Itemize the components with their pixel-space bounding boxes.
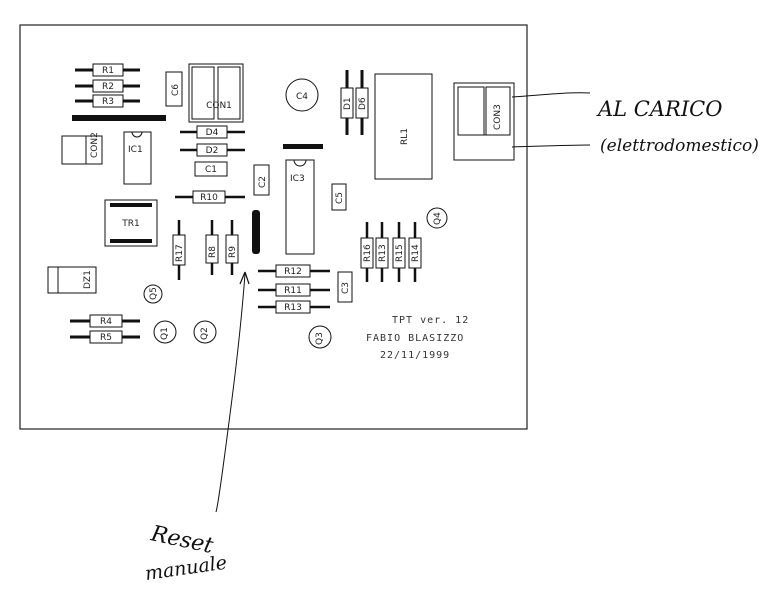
load-leader-top xyxy=(511,92,591,98)
label-r14: R14 xyxy=(411,244,421,262)
capacitor-c1: C1 xyxy=(194,161,228,177)
capacitor-c3: C3 xyxy=(337,271,353,303)
label-d6: D6 xyxy=(358,97,368,110)
diode-d6: D6 xyxy=(355,70,369,135)
label-r16: R16 xyxy=(363,244,373,262)
transistor-q4: Q4 xyxy=(426,207,448,229)
ic-ic1: IC1 xyxy=(123,131,152,185)
reset-arrowhead xyxy=(239,271,250,285)
label-ic1: IC1 xyxy=(128,145,143,155)
resistor-r17: R17 xyxy=(172,220,186,280)
transistor-q2: Q2 xyxy=(193,320,217,344)
reset-leader xyxy=(215,273,246,513)
label-q1: Q1 xyxy=(160,327,170,340)
resistor-r3: R3 xyxy=(75,94,140,108)
board-info-line3: 22/11/1999 xyxy=(380,350,450,361)
resistor-r16: R16 xyxy=(360,222,374,282)
transistor-q5: Q5 xyxy=(143,284,163,304)
annotation-reset-line2: manuale xyxy=(144,552,229,585)
capacitor-c6: C6 xyxy=(165,71,183,107)
label-dz1: DZ1 xyxy=(83,270,93,289)
transistor-q3: Q3 xyxy=(308,325,332,349)
resistor-r14: R14 xyxy=(408,222,422,282)
transistor-q1: Q1 xyxy=(153,320,177,344)
zener-dz1: DZ1 xyxy=(47,266,97,294)
label-con3: CON3 xyxy=(493,104,503,130)
label-tr1: TR1 xyxy=(121,219,139,229)
resistor-r9: R9 xyxy=(225,220,239,275)
label-r5: R5 xyxy=(100,333,112,343)
label-r11: R11 xyxy=(284,286,302,296)
resistor-r5: R5 xyxy=(70,330,140,344)
label-c2: C2 xyxy=(258,176,268,188)
board-info-line2: FABIO BLASIZZO xyxy=(366,333,464,344)
annotation-load-line2: (elettrodomestico) xyxy=(600,136,759,156)
trace-bar-left xyxy=(72,115,166,121)
label-r3: R3 xyxy=(102,97,114,107)
label-r2: R2 xyxy=(102,82,114,92)
label-rl1: RL1 xyxy=(400,128,410,145)
label-r13: R13 xyxy=(284,303,302,313)
resistor-r4: R4 xyxy=(70,314,140,328)
label-r13b: R13 xyxy=(378,244,388,262)
board-outline xyxy=(19,24,528,430)
label-r9: R9 xyxy=(228,246,238,258)
relay-rl1: RL1 xyxy=(374,73,433,180)
connector-con1: CON1 xyxy=(188,63,244,123)
label-q3: Q3 xyxy=(315,332,325,345)
label-r4: R4 xyxy=(100,317,112,327)
board-info-line1: TPT ver. 12 xyxy=(392,315,469,326)
resistor-r8: R8 xyxy=(205,220,219,275)
label-d2: D2 xyxy=(206,146,219,156)
label-q2: Q2 xyxy=(200,327,210,340)
label-c6: C6 xyxy=(171,84,181,96)
label-d4: D4 xyxy=(206,128,219,138)
label-con2: CON2 xyxy=(90,132,100,158)
capacitor-c5: C5 xyxy=(331,183,347,211)
label-q4: Q4 xyxy=(433,212,443,225)
load-leader-bottom xyxy=(511,144,591,148)
capacitor-c2: C2 xyxy=(253,164,270,196)
label-c5: C5 xyxy=(335,192,345,204)
trace-bar-mid xyxy=(283,144,323,149)
label-r12: R12 xyxy=(284,267,302,277)
label-r8: R8 xyxy=(208,246,218,258)
resistor-r13: R13 xyxy=(258,300,330,314)
annotation-load-line1: AL CARICO xyxy=(596,97,722,121)
resistor-r13b: R13 xyxy=(375,222,389,282)
label-ic3: IC3 xyxy=(290,174,305,184)
ic-ic3: IC3 xyxy=(285,159,315,255)
diode-d2: D2 xyxy=(180,143,245,157)
resistor-r1: R1 xyxy=(75,63,140,77)
capacitor-c4: C4 xyxy=(285,78,319,112)
label-q5: Q5 xyxy=(149,287,159,300)
connector-con2: CON2 xyxy=(61,132,103,165)
resistor-r11: R11 xyxy=(258,283,330,297)
resistor-r10: R10 xyxy=(175,190,245,204)
label-con1: CON1 xyxy=(206,101,232,111)
trace-bar-reset xyxy=(252,210,260,254)
annotation-reset-line1: Reset xyxy=(148,521,216,559)
label-r17: R17 xyxy=(175,244,185,262)
diode-d4: D4 xyxy=(180,125,245,139)
resistor-r12: R12 xyxy=(258,264,330,278)
label-c3: C3 xyxy=(341,282,351,294)
label-r10: R10 xyxy=(200,193,218,203)
resistor-r2: R2 xyxy=(75,79,140,93)
label-c1: C1 xyxy=(205,165,217,175)
connector-con3: CON3 xyxy=(453,82,515,161)
transformer-tr1: TR1 xyxy=(104,199,158,247)
label-c4: C4 xyxy=(296,92,308,102)
diode-d1: D1 xyxy=(340,70,354,135)
label-r1: R1 xyxy=(102,66,114,76)
label-d1: D1 xyxy=(343,97,353,110)
resistor-r15: R15 xyxy=(392,222,406,282)
label-r15: R15 xyxy=(395,244,405,262)
